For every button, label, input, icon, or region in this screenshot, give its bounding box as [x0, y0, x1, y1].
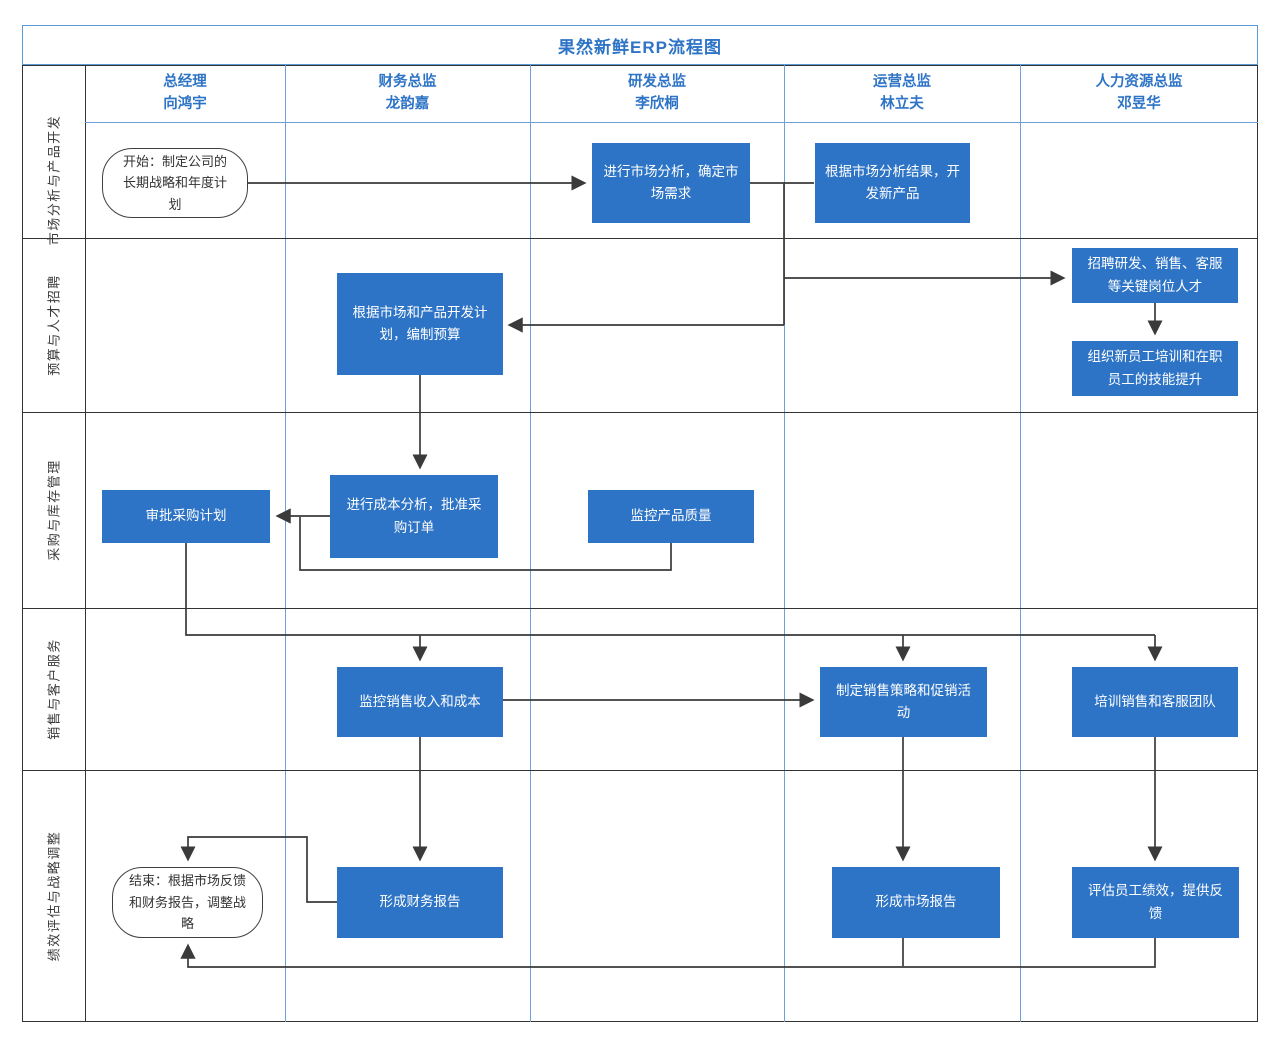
lane-separator	[22, 770, 1258, 771]
node-market-report: 形成市场报告	[832, 867, 1000, 938]
header-person: 龙韵嘉	[385, 95, 430, 112]
node-budget: 根据市场和产品开发计划，编制预算	[337, 273, 503, 375]
node-eval-feedback: 评估员工绩效，提供反馈	[1072, 867, 1239, 938]
column-separator	[784, 65, 785, 1022]
node-recruit: 招聘研发、销售、客服等关键岗位人才	[1072, 248, 1238, 303]
node-develop-product: 根据市场分析结果，开发新产品	[815, 143, 970, 223]
column-separator	[285, 65, 286, 1022]
column-header-1: 总经理向鸿宇	[85, 65, 285, 122]
header-role: 运营总监	[873, 74, 931, 91]
lane-label-5: 绩效评估与战略调整	[46, 830, 62, 962]
node-quality-monitor: 监控产品质量	[588, 490, 754, 543]
header-separator	[85, 122, 1258, 123]
node-train-new: 组织新员工培训和在职员工的技能提升	[1072, 341, 1238, 396]
lane-label-1: 市场分析与产品开发	[46, 114, 62, 246]
node-end: 结束：根据市场反馈和财务报告，调整战略	[112, 867, 263, 938]
node-sales-strategy: 制定销售策略和促销活动	[820, 667, 987, 737]
header-person: 邓昱华	[1117, 95, 1161, 112]
node-approve-purchase: 审批采购计划	[102, 490, 270, 543]
page-title: 果然新鲜ERP流程图	[22, 25, 1258, 65]
header-role: 财务总监	[378, 74, 437, 91]
node-market-analysis: 进行市场分析，确定市场需求	[592, 143, 750, 223]
header-person: 林立夫	[880, 95, 924, 112]
column-header-3: 研发总监李欣桐	[530, 65, 784, 122]
column-header-2: 财务总监龙韵嘉	[285, 65, 530, 122]
lane-label-3: 采购与库存管理	[46, 459, 62, 561]
node-start: 开始：制定公司的长期战略和年度计划	[102, 148, 248, 218]
node-fin-report: 形成财务报告	[337, 867, 503, 938]
header-person: 李欣桐	[635, 95, 679, 112]
node-sales-monitor: 监控销售收入和成本	[337, 667, 503, 737]
column-separator	[530, 65, 531, 1022]
column-header-5: 人力资源总监邓昱华	[1020, 65, 1258, 122]
lane-separator	[22, 412, 1258, 413]
lane-label-4: 销售与客户服务	[46, 638, 62, 740]
lane-label-2: 预算与人才招聘	[46, 274, 62, 376]
node-train-team: 培训销售和客服团队	[1072, 667, 1238, 737]
lane-label-column-divider	[85, 65, 86, 1022]
lane-separator	[22, 608, 1258, 609]
lane-separator	[22, 238, 1258, 239]
table-border	[22, 65, 1258, 1022]
column-separator	[1020, 65, 1021, 1022]
header-role: 人力资源总监	[1095, 74, 1183, 91]
header-person: 向鸿宇	[163, 95, 207, 112]
column-header-4: 运营总监林立夫	[784, 65, 1020, 122]
header-role: 研发总监	[628, 74, 686, 91]
node-cost-analysis: 进行成本分析，批准采购订单	[330, 475, 498, 558]
header-role: 总经理	[163, 74, 207, 91]
